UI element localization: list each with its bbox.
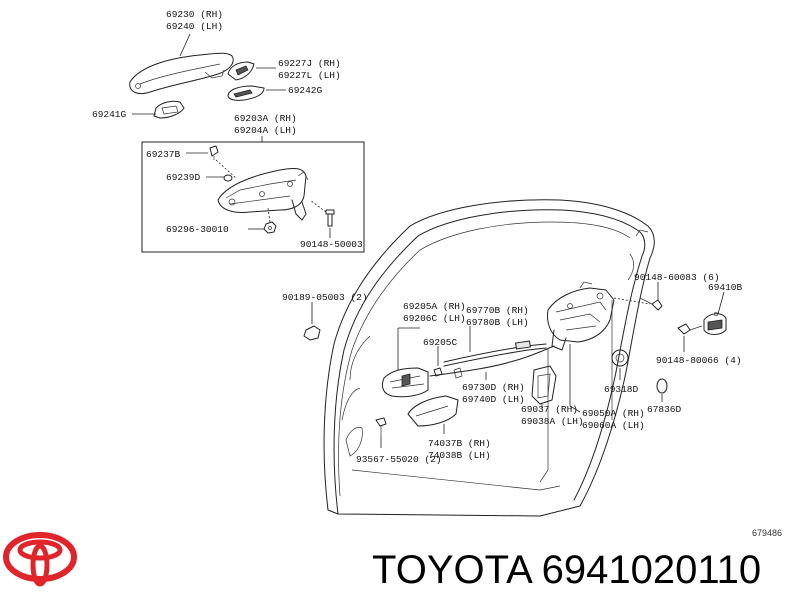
diagram-reference-number: 679486 xyxy=(752,528,783,538)
label-90148-60083: 90148-60083 (6) xyxy=(634,272,720,283)
toyota-logo xyxy=(3,532,77,587)
lock-cable-part xyxy=(443,340,547,367)
label-69730D: 69730D (RH) xyxy=(462,382,525,393)
label-69227J: 69227J (RH) xyxy=(278,58,341,69)
handle-cover-part xyxy=(227,61,255,81)
label-90189-05003: 90189-05003 (2) xyxy=(282,292,368,303)
seal-ring-part xyxy=(656,378,668,394)
frame-pin-part xyxy=(223,174,233,182)
label-74037B: 74037B (RH) xyxy=(428,438,491,449)
label-69205C: 69205C xyxy=(423,337,458,348)
armrest-screw-part xyxy=(375,417,387,436)
label-74038B: 74038B (LH) xyxy=(428,450,491,461)
label-69740D: 69740D (LH) xyxy=(462,394,525,405)
label-69318D: 69318D xyxy=(604,384,639,395)
label-90148-50003: 90148-50003 xyxy=(300,239,363,250)
label-69240: 69240 (LH) xyxy=(166,21,223,32)
handle-gasket-part xyxy=(153,100,185,119)
label-67836D: 67836D xyxy=(647,404,682,415)
armrest-base-part xyxy=(407,395,459,427)
label-69203A: 69203A (RH) xyxy=(234,113,297,124)
hole-plug-part xyxy=(303,325,321,341)
striker-screw-part xyxy=(677,323,703,335)
label-69206C: 69206C (LH) xyxy=(403,313,466,324)
part-caption: TOYOTA 6941020110 xyxy=(372,548,762,592)
handle-pad-part xyxy=(227,85,265,101)
lock-ring-part xyxy=(611,349,629,367)
label-69780B: 69780B (LH) xyxy=(466,317,529,328)
rear-door-panel xyxy=(323,199,655,517)
label-69241G: 69241G xyxy=(92,109,127,120)
outside-handle-part xyxy=(129,52,234,95)
label-69242G: 69242G xyxy=(288,85,323,96)
label-69239D: 69239D xyxy=(166,172,201,183)
inside-handle-part xyxy=(381,367,429,398)
label-69205A: 69205A (RH) xyxy=(403,301,466,312)
handle-frame-part xyxy=(217,167,309,221)
door-lock-assembly-part xyxy=(547,281,615,351)
frame-assembly-box xyxy=(141,141,365,253)
label-69770B: 69770B (RH) xyxy=(466,305,529,316)
label-90148-80066: 90148-80066 (4) xyxy=(656,355,742,366)
label-69060A: 69060A (LH) xyxy=(582,420,645,431)
control-cable-part xyxy=(429,345,555,379)
lock-screw-part xyxy=(639,297,663,311)
label-69038A: 69038A (LH) xyxy=(521,416,584,427)
label-69230: 69230 (RH) xyxy=(166,9,223,20)
frame-nut-part xyxy=(263,221,277,234)
label-69050A: 69050A (RH) xyxy=(582,408,645,419)
label-69204A: 69204A (LH) xyxy=(234,125,297,136)
frame-screw-part xyxy=(325,209,335,227)
label-69410B: 69410B xyxy=(708,282,743,293)
label-69237B: 69237B xyxy=(146,149,181,160)
door-striker-part xyxy=(703,311,727,335)
label-93567-55020: 93567-55020 (2) xyxy=(356,454,442,465)
label-69037: 69037 (RH) xyxy=(521,404,578,415)
lock-cover-part xyxy=(531,365,557,405)
frame-clip-part xyxy=(209,145,219,160)
label-69227L: 69227L (LH) xyxy=(278,70,341,81)
label-69296-30010: 69296-30010 xyxy=(166,224,229,235)
